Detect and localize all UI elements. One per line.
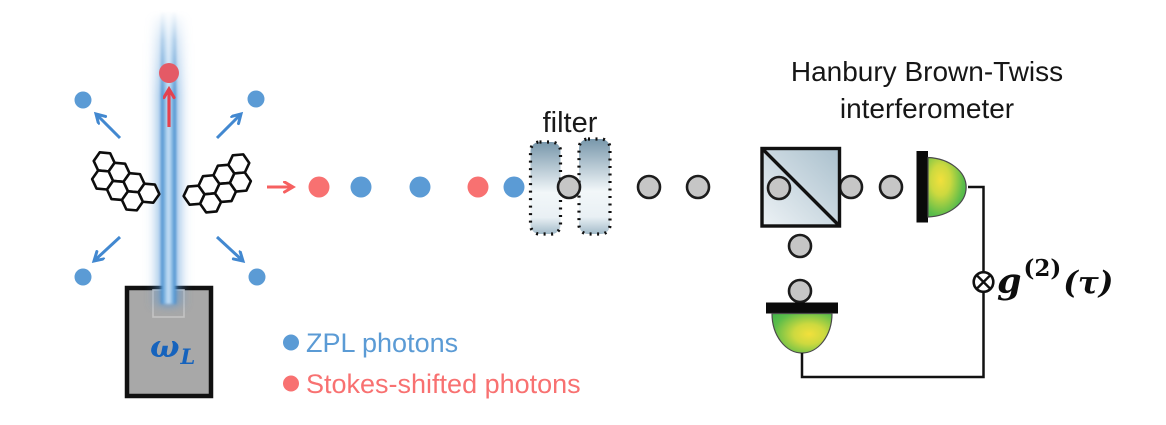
wire-right-detector: [968, 185, 985, 272]
upward-stokes-photon: [159, 63, 179, 127]
coincidence-circuit: [800, 185, 995, 379]
zpl-photon-dot: [74, 268, 92, 286]
laser-frequency-label: ωL: [150, 329, 195, 369]
zpl-photon-dot: [247, 90, 265, 108]
filtered-photon-dot: [787, 233, 813, 259]
filtered-photon-dot: [685, 174, 711, 200]
correlator-multiply-icon: [972, 270, 995, 294]
legend-stokes-label: Stokes-shifted photons: [306, 369, 581, 399]
zpl-arrow-upper-left: [96, 114, 122, 140]
legend-stokes-dot: [283, 375, 299, 392]
filtered-photon-dot: [838, 174, 864, 200]
g2-superscript: (2): [1023, 255, 1061, 282]
scattered-zpl-photons: [74, 90, 266, 286]
omega-subscript: L: [180, 344, 196, 369]
stokes-photon-dot: [467, 176, 489, 198]
filtered-photon-dot: [636, 174, 662, 200]
zpl-arrow-upper-right: [215, 114, 241, 140]
stokes-photon-dot: [159, 63, 179, 83]
detector-bottom: [766, 302, 838, 354]
hbt-title: Hanbury Brown-Twiss interferometer: [791, 56, 1063, 124]
zpl-arrow-lower-right: [215, 235, 243, 261]
filtered-photon-stream: [636, 174, 904, 304]
wire-bottom-detector: [800, 292, 985, 379]
laser-beam-core: [161, 12, 176, 304]
beamsplitter-diagonal: [760, 147, 841, 228]
g2-argument: (τ): [1063, 265, 1113, 301]
omega-symbol: ω: [150, 329, 180, 365]
filter-slab-right: [577, 137, 612, 236]
zpl-photon-dot: [503, 176, 525, 198]
filtered-photon-dot: [878, 174, 904, 200]
stokes-photon-dot: [308, 176, 330, 198]
filtered-photon-dot: [766, 175, 792, 201]
legend-zpl-label: ZPL photons: [306, 328, 458, 358]
legend: ZPL photons Stokes-shifted photons: [283, 328, 581, 399]
beamsplitter: [760, 146, 842, 228]
spectral-filter: [528, 137, 612, 236]
hbt-title-line1: Hanbury Brown-Twiss: [791, 56, 1063, 87]
laser-beam: [150, 12, 187, 306]
detector-right-faceplate: [916, 151, 928, 223]
filtered-photon-dot: [556, 174, 582, 200]
zpl-photon-dot: [409, 176, 431, 198]
detector-right-dome: [927, 156, 967, 218]
molecule-right: [181, 150, 262, 222]
zpl-photon-dot: [248, 268, 266, 286]
zpl-photon-dot: [74, 91, 92, 109]
legend-zpl-dot: [283, 334, 299, 351]
hbt-title-line2: interferometer: [840, 93, 1014, 124]
filter-label: filter: [543, 107, 598, 139]
detector-bottom-dome: [771, 312, 833, 354]
zpl-photon-dot: [350, 176, 372, 198]
detector-bottom-faceplate: [766, 302, 838, 314]
filter-slab-left: [528, 140, 563, 236]
zpl-arrow-lower-left: [94, 235, 122, 261]
filtered-photon-dot: [787, 278, 813, 304]
emitted-photon-stream: [267, 176, 525, 198]
detector-right: [916, 151, 967, 223]
g2-base: g: [997, 261, 1021, 302]
g2-label: g(2)(τ): [997, 255, 1113, 302]
